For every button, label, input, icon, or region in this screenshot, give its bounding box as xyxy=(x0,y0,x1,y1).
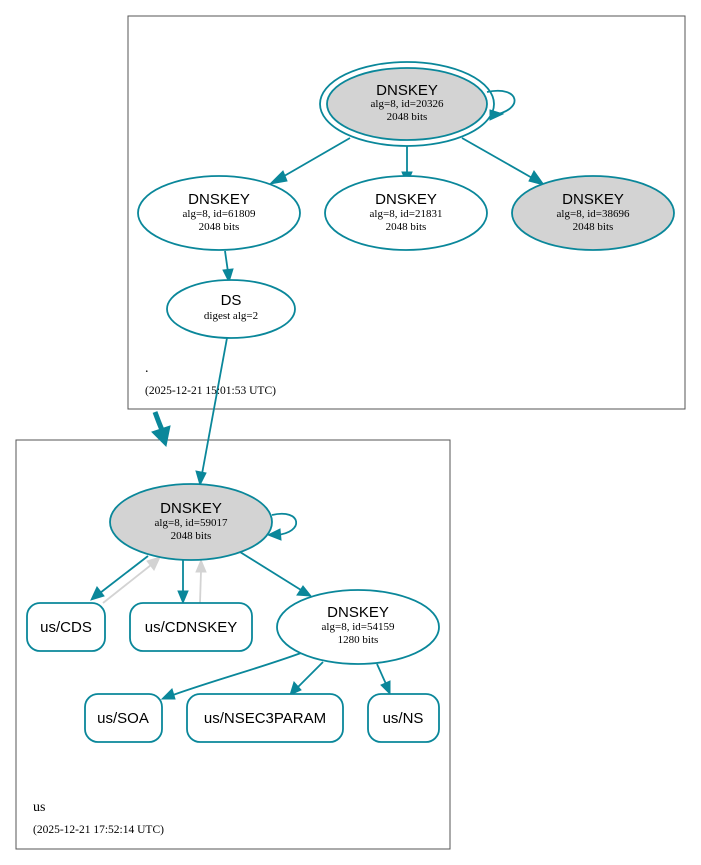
arrowhead xyxy=(195,558,207,573)
node-us-ksk-59017: DNSKEY alg=8, id=59017 2048 bits xyxy=(109,483,273,561)
edge-cdnskey-to-us-ksk xyxy=(199,570,202,604)
arrowhead xyxy=(177,590,189,605)
arrowhead xyxy=(160,688,176,700)
node-label: us/CDS xyxy=(40,619,92,636)
delegation-arrowhead xyxy=(151,425,171,448)
zone-name-root: . xyxy=(145,361,149,376)
edge-root-ksk-to-zsk1 xyxy=(278,137,351,180)
arrowhead xyxy=(528,170,546,186)
arrowhead xyxy=(146,556,161,571)
node-key-size: 2048 bits xyxy=(387,111,428,123)
edge-us-zsk-to-soa xyxy=(172,652,302,696)
node-type: DNSKEY xyxy=(188,191,250,208)
node-root-ksk: DNSKEY alg=8, id=20326 2048 bits xyxy=(319,61,495,147)
node-key-info: alg=8, id=20326 xyxy=(371,98,444,110)
node-type: DNSKEY xyxy=(160,500,222,517)
arrowhead xyxy=(380,680,391,696)
node-root-zsk-21831: DNSKEY alg=8, id=21831 2048 bits xyxy=(324,175,488,251)
node-root-key-38696: DNSKEY alg=8, id=38696 2048 bits xyxy=(511,175,675,251)
node-key-info: alg=8, id=38696 xyxy=(557,208,630,220)
edge-us-ksk-to-cds xyxy=(99,555,149,594)
arrowhead xyxy=(268,170,288,185)
arrowhead xyxy=(296,585,313,597)
node-type: DNSKEY xyxy=(562,191,624,208)
node-us-ns: us/NS xyxy=(367,693,440,743)
edge-us-ksk-to-zsk xyxy=(239,551,302,591)
arrowhead xyxy=(222,268,234,284)
node-key-size: 2048 bits xyxy=(199,221,240,233)
arrowhead xyxy=(195,470,207,487)
node-label: us/CDNSKEY xyxy=(145,619,238,636)
edge-root-ksk-to-key3 xyxy=(461,137,535,180)
arrowhead xyxy=(266,528,282,541)
node-us-nsec3param: us/NSEC3PARAM xyxy=(186,693,344,743)
edge-cds-to-us-ksk xyxy=(102,564,152,604)
arrowhead xyxy=(289,680,302,696)
node-type: DNSKEY xyxy=(376,82,438,99)
node-key-size: 2048 bits xyxy=(573,221,614,233)
node-key-info: alg=8, id=54159 xyxy=(322,621,395,633)
zone-timestamp-us: (2025-12-21 17:52:14 UTC) xyxy=(33,824,164,836)
node-key-info: alg=8, id=59017 xyxy=(155,517,228,529)
arrowhead xyxy=(90,586,105,601)
edge-us-zsk-to-nsec3param xyxy=(297,661,324,688)
node-key-info: alg=8, id=21831 xyxy=(370,208,443,220)
node-type: DNSKEY xyxy=(327,604,389,621)
node-type: DS xyxy=(221,292,242,309)
node-us-cdnskey: us/CDNSKEY xyxy=(129,602,253,652)
node-key-info: alg=8, id=61809 xyxy=(183,208,256,220)
node-type: DNSKEY xyxy=(375,191,437,208)
node-label: us/NSEC3PARAM xyxy=(204,710,326,727)
edge-ds-to-us-ksk xyxy=(201,337,228,475)
node-key-size: 1280 bits xyxy=(338,634,379,646)
node-us-cds: us/CDS xyxy=(26,602,106,652)
node-digest-info: digest alg=2 xyxy=(204,310,258,322)
edge-us-ksk-self xyxy=(271,512,298,536)
zone-name-us: us xyxy=(33,800,45,815)
edge-zsk1-to-ds xyxy=(224,250,229,273)
node-root-zsk-61809: DNSKEY alg=8, id=61809 2048 bits xyxy=(137,175,301,251)
node-label: us/SOA xyxy=(97,710,149,727)
node-us-zsk-54159: DNSKEY alg=8, id=54159 1280 bits xyxy=(276,589,440,665)
edge-us-zsk-to-ns xyxy=(376,663,387,685)
node-key-size: 2048 bits xyxy=(386,221,427,233)
node-label: us/NS xyxy=(383,710,424,727)
node-ds: DS digest alg=2 xyxy=(166,279,296,339)
node-us-soa: us/SOA xyxy=(84,693,163,743)
edge-root-ksk-self xyxy=(486,89,516,116)
node-key-size: 2048 bits xyxy=(171,530,212,542)
zone-timestamp-root: (2025-12-21 15:01:53 UTC) xyxy=(145,385,276,397)
